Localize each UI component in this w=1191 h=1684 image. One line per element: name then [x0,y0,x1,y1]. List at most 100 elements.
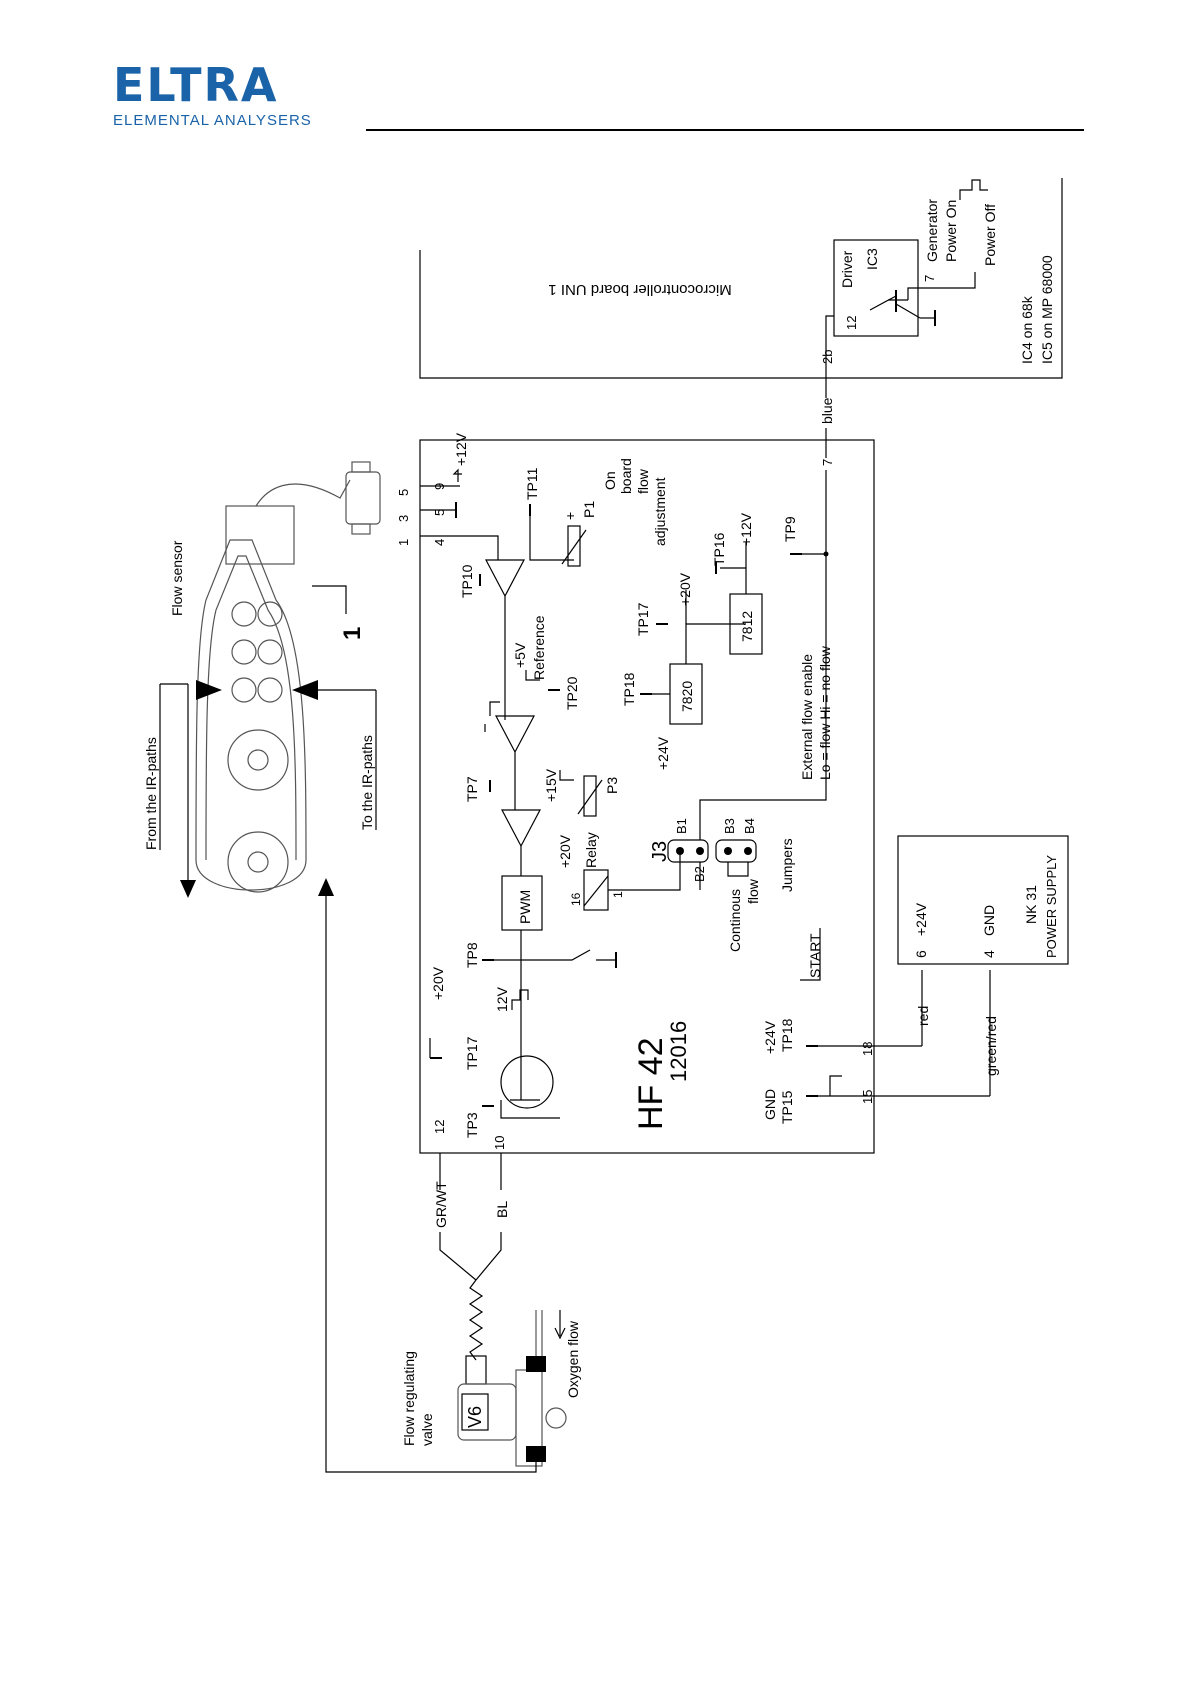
p1-label: P1 [581,501,597,518]
opamp-2 [495,715,535,754]
ic3-pin12: 12 [844,316,859,330]
svg-text:Continous: Continous [727,889,743,952]
svg-text:+24V: +24V [913,902,929,936]
svg-text:18: 18 [860,1042,875,1056]
j3-jumper-b1b2 [667,839,709,863]
pin-7-label: 7 [820,459,835,466]
svg-text:1: 1 [396,539,411,546]
wire-red-label: red [915,1006,931,1026]
ic4-note: IC4 on 68k [1019,295,1035,364]
svg-text:adjustment: adjustment [652,477,668,546]
svg-text:flow: flow [745,878,761,904]
ic3-pin7: 7 [922,275,937,282]
svg-text:10: 10 [492,1136,507,1150]
ic3-label: IC3 [864,248,880,270]
v5-label: +5V [512,642,528,668]
oxygen-flow-label: Oxygen flow [565,1320,581,1398]
svg-text:12: 12 [432,1120,447,1134]
header-rule [366,129,1084,131]
start-label: START [807,933,823,978]
relay-pin1: 1 [611,891,625,898]
v12-pulse-label: 12V [494,986,510,1012]
generator-label: Generator [924,199,940,262]
to-ir-label: To the IR-paths [359,735,375,830]
reference-label: Reference [531,615,547,680]
tp10-label: TP10 [459,564,475,598]
tp9-label: TP9 [782,516,798,542]
wire-grwt-label: GR/WT [433,1181,449,1228]
svg-text:3: 3 [396,515,411,522]
hf42-board [419,439,875,1154]
tp8-label: TP8 [464,942,480,968]
eltra-logo: ELTRA ELEMENTAL ANALYSERS [113,60,313,132]
svg-text:GND: GND [981,905,997,936]
tp17-left-label: TP17 [464,1036,480,1070]
wire-greenred-label: green/red [983,1016,999,1076]
svg-text:5: 5 [432,509,447,516]
svg-text:B4: B4 [742,818,757,834]
board-name: HF 42 [632,1037,670,1130]
p1-plus: + [562,512,578,520]
power-on-label: Power On [943,200,959,262]
p3-pot [583,775,597,817]
svg-text:On: On [602,471,618,490]
ext-flow-label: External flow enable [799,654,815,780]
board-number: 12016 [666,1021,691,1082]
svg-text:TP15: TP15 [779,1090,795,1124]
tp18-mid-label: TP18 [621,672,637,706]
sensor-connector-pins: 1 3 5 4 5 9 +12V [396,432,499,560]
wire-blue-label: blue [819,397,835,424]
relay-label: Relay [583,832,599,868]
microcontroller-label: Microcontroller board UNI 1 [548,281,731,298]
twisted-pair [468,1279,484,1361]
svg-text:6: 6 [913,950,929,958]
power-off-label: Power Off [982,204,998,266]
relay-pin16: 16 [569,892,583,906]
logo-wordmark: ELTRA [113,58,279,112]
tp20-label: TP20 [564,676,580,710]
p3-label: P3 [604,777,620,794]
svg-text:B3: B3 [722,818,737,834]
tp16-label: TP16 [711,532,727,566]
svg-text:5: 5 [396,489,411,496]
reg-7812-label: 7812 [739,611,755,642]
relay-coil [583,869,609,911]
svg-text:4: 4 [432,539,447,546]
tp17-mid-label: TP17 [635,602,651,636]
svg-text:NK 31: NK 31 [1023,885,1039,924]
v20-left-label: +20V [430,966,446,1000]
lo-hi-label: Lo = flow Hi = no flow [817,645,833,780]
svg-text:4: 4 [981,950,997,958]
microcontroller-board: Microcontroller board UNI 1 Driver IC3 1… [419,178,1063,379]
mosfet [500,1055,554,1109]
v6-label: V6 [465,1406,485,1428]
pwm-label: PWM [517,890,533,924]
reg-7820-label: 7820 [679,681,695,712]
svg-text:TP18: TP18 [779,1018,795,1052]
v12-top: +12V [453,432,469,466]
svg-text:15: 15 [860,1090,875,1104]
wire-bl-label: BL [494,1201,510,1218]
v12-mid-label: +12V [738,512,754,546]
ic5-note: IC5 on MP 68000 [1039,255,1055,364]
opamp-3 [501,809,541,848]
pwm-block [501,875,543,931]
valve-label-b: valve [419,1413,435,1446]
tp7-label: TP7 [464,776,480,802]
psu-nk31 [897,835,1069,965]
tp11-label: TP11 [524,467,540,500]
svg-text:GND: GND [762,1089,778,1120]
svg-text:POWER SUPPLY: POWER SUPPLY [1044,855,1059,958]
relay-v20: +20V [557,834,573,868]
connector-1-label: 1 [339,627,366,640]
svg-text:B1: B1 [674,818,689,834]
flow-regulating-valve: V6 Flow regulating valve Oxygen flow [401,1310,581,1467]
v24-mid-label: +24V [655,736,671,770]
valve-label-a: Flow regulating [401,1351,417,1446]
opamp-1 [485,559,525,598]
j3-jumper-b3b4 [715,839,757,863]
svg-text:Jumpers: Jumpers [779,838,795,892]
tp3-label: TP3 [464,1112,480,1138]
j3-label: J3 [649,841,671,862]
